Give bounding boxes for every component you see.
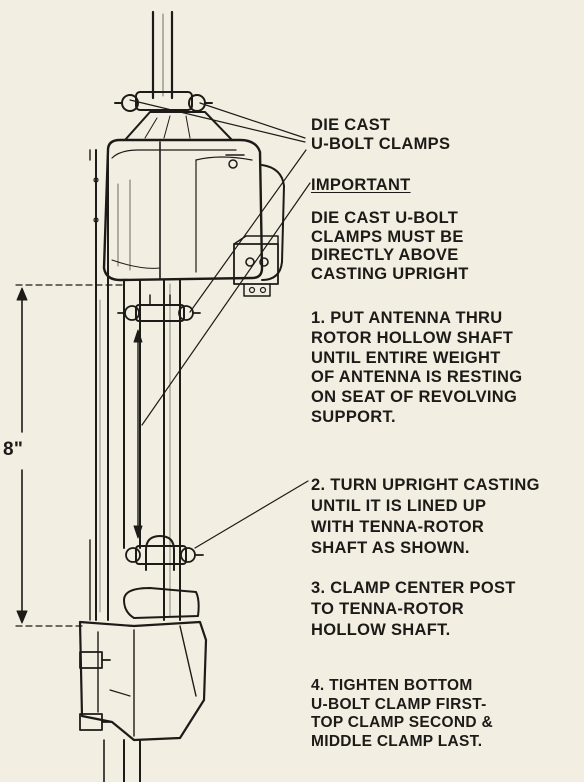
hollow-shaft <box>123 279 181 621</box>
important-heading: IMPORTANT <box>311 176 411 194</box>
alignment-arrow <box>133 329 143 539</box>
step-1-text: 1. PUT ANTENNA THRU ROTOR HOLLOW SHAFT U… <box>311 309 523 426</box>
die-cast-clamps-label: DIE CAST U-BOLT CLAMPS <box>311 116 451 153</box>
lower-u-bolt-clamp <box>125 535 204 571</box>
step-4-text: 4. TIGHTEN BOTTOM U-BOLT CLAMP FIRST- TO… <box>311 677 493 750</box>
lower-mast <box>103 739 141 782</box>
step-2-text: 2. TURN UPRIGHT CASTING UNTIL IT IS LINE… <box>311 476 540 558</box>
dimension-label: 8" <box>3 439 24 460</box>
dimension-line <box>15 284 127 627</box>
warning-note: DIE CAST U-BOLT CLAMPS MUST BE DIRECTLY … <box>311 209 469 283</box>
middle-u-bolt-clamp <box>117 294 201 322</box>
leader-lines <box>129 99 311 549</box>
upright-casting <box>78 587 208 742</box>
rotor-housing <box>102 138 285 282</box>
housing-bracket <box>233 235 279 297</box>
rotor-collar <box>124 111 233 141</box>
antenna-mast <box>151 10 174 100</box>
left-support-post <box>89 149 109 621</box>
step-3-text: 3. CLAMP CENTER POST TO TENNA-ROTOR HOLL… <box>311 579 516 640</box>
base-bolts <box>79 651 111 731</box>
